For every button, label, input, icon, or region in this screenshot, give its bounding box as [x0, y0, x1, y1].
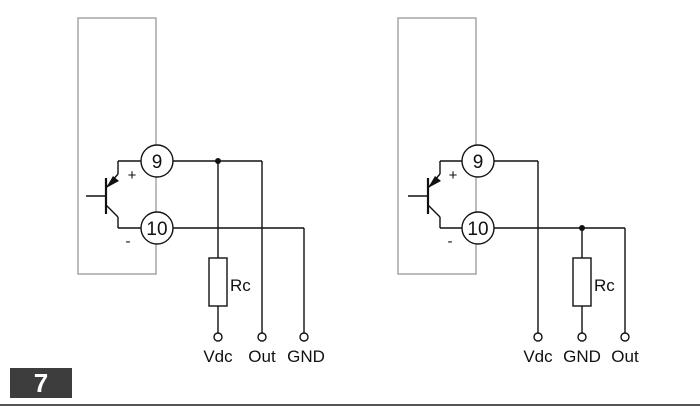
- circuit-left: [77, 17, 309, 342]
- pin-9-label-right: 9: [473, 152, 484, 173]
- resistor-label-left: Rc: [230, 276, 251, 295]
- terminal-vdc-right: [533, 332, 543, 342]
- resistor-label-right: Rc: [594, 276, 615, 295]
- terminal-vdc-left: [213, 332, 223, 342]
- transistor-left: [86, 160, 141, 229]
- pin-10-label-right: 10: [467, 219, 488, 240]
- terminal-gnd-right: [577, 332, 587, 342]
- bottom-rule: [0, 404, 700, 406]
- terminal-label-gnd-right: GND: [563, 347, 601, 366]
- transistor-right: [408, 160, 462, 229]
- emitter-arrow-left: [106, 176, 119, 188]
- terminal-out-right: [620, 332, 630, 342]
- minus-sign-right: -: [448, 233, 453, 250]
- terminal-label-out-right: Out: [611, 347, 639, 366]
- emitter-arrow-right: [428, 176, 441, 188]
- minus-sign-left: -: [126, 233, 131, 250]
- terminal-label-gnd-left: GND: [287, 347, 325, 366]
- terminal-label-vdc-right: Vdc: [523, 347, 553, 366]
- plus-sign-left: +: [128, 167, 137, 184]
- terminal-out-left: [257, 332, 267, 342]
- resistor-rc-left: [208, 257, 228, 307]
- terminal-gnd-left: [299, 332, 309, 342]
- figure-number-badge: 7: [10, 368, 72, 398]
- pin-9-label-left: 9: [152, 152, 163, 173]
- resistor-rc-right: [572, 257, 592, 307]
- terminal-label-out-left: Out: [248, 347, 276, 366]
- circuit-right: [397, 17, 630, 342]
- terminal-label-vdc-left: Vdc: [203, 347, 233, 366]
- pin-10-label-left: 10: [146, 219, 167, 240]
- plus-sign-right: +: [449, 167, 458, 184]
